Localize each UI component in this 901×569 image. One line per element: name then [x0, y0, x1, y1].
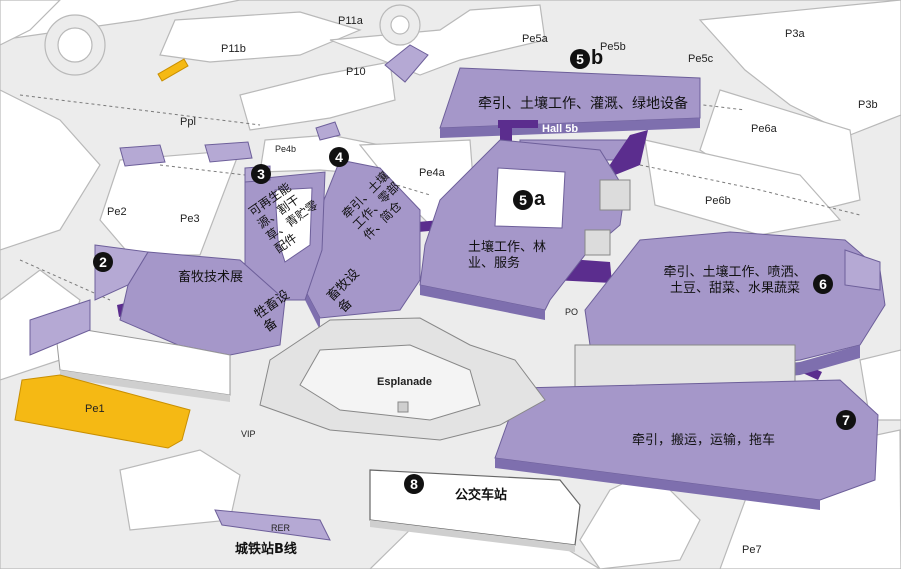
hall-marker-4[interactable]: 4	[329, 147, 349, 167]
rer-station-building[interactable]	[214, 509, 331, 541]
zone-label-pe5b: Pe5b	[600, 41, 626, 53]
orange-marker	[157, 58, 189, 82]
zone-label-pe6b: Pe6b	[705, 195, 731, 207]
hall-2-building[interactable]	[29, 244, 286, 402]
hall-6-description: 牵引、土壤工作、喷洒、土豆、甜菜、水果蔬菜	[663, 265, 807, 297]
hall-7-building[interactable]	[494, 379, 879, 510]
zone-label-p11b: P11b	[221, 43, 246, 55]
zone-label-pe6a: Pe6a	[751, 123, 777, 135]
zone-label-pe2: Pe2	[107, 206, 127, 218]
zone-label-pe3: Pe3	[180, 213, 200, 225]
pe1-area[interactable]	[14, 374, 191, 449]
hall-5b-description: 牵引、土壤工作、灌溉、绿地设备	[478, 96, 688, 112]
roundabouts	[44, 4, 421, 76]
hall-marker-3[interactable]: 3	[251, 164, 271, 184]
hall-7-description: 牵引，搬运，运输，拖车	[632, 433, 776, 448]
zone-label-p11a: P11a	[338, 15, 363, 27]
zone-label-esplanade: Esplanade	[377, 376, 433, 388]
zone-label-pe5c: Pe5c	[688, 53, 714, 65]
zone-label-pe4b: Pe4b	[275, 144, 297, 154]
hall-marker-6[interactable]: 6	[813, 274, 833, 294]
hall-marker-8[interactable]: 8	[404, 474, 424, 494]
hall-marker-5b-suffix: b	[591, 47, 604, 69]
zone-label-p10: P10	[346, 66, 366, 78]
bus-station-label: 公交车站	[455, 488, 508, 503]
hall-5a-description: 土壤工作、林业、服务	[468, 240, 547, 272]
zone-label-po: PO	[565, 307, 579, 317]
zone-label-pe1: Pe1	[85, 403, 105, 415]
hall-marker-2[interactable]: 2	[93, 252, 113, 272]
zone-label-pe5a: Pe5a	[522, 33, 548, 45]
hall-2-description: 畜牧技术展	[178, 270, 244, 285]
zone-label-pe4a: Pe4a	[419, 167, 445, 179]
zone-label-ppl: Ppl	[180, 116, 196, 128]
zone-label-pe7: Pe7	[742, 544, 762, 556]
zone-label-rer: RER	[271, 523, 291, 533]
zone-label-p3a: P3a	[785, 28, 805, 40]
hall-marker-5b-number: 5	[570, 48, 590, 69]
hall-5b-name: Hall 5b	[542, 123, 579, 135]
zone-label-vip: VIP	[241, 429, 256, 439]
zone-label-p3b: P3b	[858, 99, 878, 111]
esplanade-pavilions	[259, 317, 546, 441]
hall-marker-5a-number: 5	[513, 189, 533, 210]
rer-station-label: 城铁站B线	[235, 542, 297, 557]
hall-4-building[interactable]	[304, 159, 421, 330]
hall-marker-5a-suffix: a	[534, 188, 546, 210]
hall-marker-7[interactable]: 7	[836, 410, 856, 430]
